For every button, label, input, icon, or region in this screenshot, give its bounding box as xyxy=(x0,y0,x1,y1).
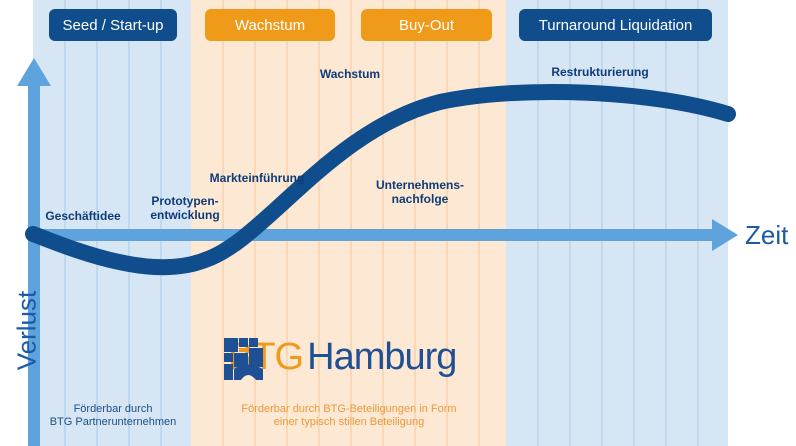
band-turnaround xyxy=(506,0,728,446)
stage-restrukturierung: Restrukturierung xyxy=(551,65,649,79)
note-partner-funding: Förderbar durch BTG Partnerunternehmen xyxy=(49,403,177,428)
stage-prototypenentwicklung: Prototypen- entwicklung xyxy=(150,194,220,222)
btg-logo-mark-icon xyxy=(224,338,263,380)
band-seed xyxy=(33,0,191,446)
stage-geschaeftidee: Geschäftidee xyxy=(45,209,121,223)
phase-turnaround-liquidation: Turnaround Liquidation xyxy=(519,9,712,41)
stage-unternehmensnachfolge: Unternehmens- nachfolge xyxy=(375,178,464,206)
phase-seed-startup: Seed / Start-up xyxy=(49,9,177,41)
stage-wachstum: Wachstum xyxy=(319,67,381,81)
x-axis-label: Zeit xyxy=(745,220,789,250)
grid-lines xyxy=(64,0,699,446)
lifecycle-curve xyxy=(25,83,736,276)
logo-text-hamburg: Hamburg xyxy=(307,336,457,378)
note-btg-funding: Förderbar durch BTG-Beteiligungen in For… xyxy=(241,403,457,428)
phase-wachstum: Wachstum xyxy=(205,9,335,41)
y-axis-arrow xyxy=(17,58,51,446)
x-axis-arrow xyxy=(33,219,738,251)
btg-hamburg-logo: BTG Hamburg xyxy=(224,336,457,380)
stage-markteinfuehrung: Markteinführung xyxy=(209,171,305,185)
y-axis-label: Verlust xyxy=(11,290,42,371)
phase-buy-out: Buy-Out xyxy=(361,9,492,41)
